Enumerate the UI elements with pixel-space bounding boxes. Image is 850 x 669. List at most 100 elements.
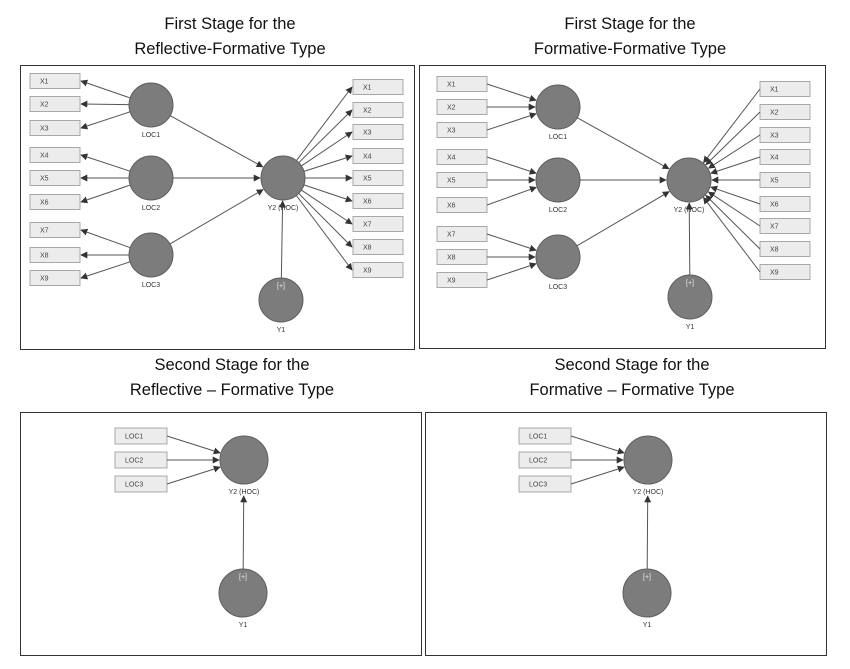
indicator-box xyxy=(759,172,811,188)
indicator-loc2: LOC2 xyxy=(114,451,168,469)
loading-arrow xyxy=(80,100,130,108)
loading-arrow xyxy=(295,195,353,271)
construct-y2-hoc: Y2 (HOC) xyxy=(623,435,673,496)
indicator-x5: X5 xyxy=(436,172,488,188)
weight-arrow xyxy=(707,191,761,227)
path-y1-to-hoc xyxy=(279,200,287,279)
indicator-label: X8 xyxy=(770,247,779,254)
indicator-label: X1 xyxy=(447,82,456,89)
indicator-box xyxy=(352,170,404,186)
indicator-box xyxy=(759,264,811,280)
formative-marker: [+] xyxy=(643,574,651,581)
construct-label: Y1 xyxy=(686,324,695,331)
indicator-box xyxy=(436,122,488,138)
indicator-label: X9 xyxy=(447,278,456,285)
path-loc-to-hoc xyxy=(169,189,264,245)
hoc-indicator-x8: X8 xyxy=(759,241,811,257)
indicator-box xyxy=(29,73,81,89)
hoc-indicator-x3: X3 xyxy=(352,124,404,140)
hoc-indicator-x7: X7 xyxy=(759,218,811,234)
hoc-indicator-x1: X1 xyxy=(759,81,811,97)
title-second-stage-reflective-formative: Second Stage for the Reflective – Format… xyxy=(22,353,442,403)
indicator-box xyxy=(29,170,81,186)
construct-circle xyxy=(258,277,304,323)
path-loc-to-hoc xyxy=(576,191,670,247)
hoc-indicator-x7: X7 xyxy=(352,216,404,232)
title-first-stage-formative-formative: First Stage for the Formative-Formative … xyxy=(420,12,840,62)
indicator-box xyxy=(352,239,404,255)
loading-arrow xyxy=(301,189,353,225)
indicator-box xyxy=(352,124,404,140)
construct-circle xyxy=(128,232,174,278)
construct-label: LOC1 xyxy=(142,132,160,139)
loading-arrow xyxy=(301,131,353,167)
indicator-label: X6 xyxy=(447,203,456,210)
indicator-label: X5 xyxy=(447,178,456,185)
construct-circle xyxy=(623,435,673,485)
indicator-x2: X2 xyxy=(29,96,81,112)
indicator-label: X5 xyxy=(40,176,49,183)
indicator-box xyxy=(759,241,811,257)
indicator-label: X8 xyxy=(363,245,372,252)
hoc-indicator-x5: X5 xyxy=(759,172,811,188)
loading-arrow xyxy=(298,109,353,164)
construct-loc1: LOC1 xyxy=(535,84,581,141)
construct-label: Y2 (HOC) xyxy=(229,489,260,496)
indicator-box xyxy=(436,76,488,92)
indicator-box xyxy=(436,149,488,165)
hoc-indicator-x4: X4 xyxy=(759,149,811,165)
weight-arrow xyxy=(486,83,537,102)
title-line-1: First Stage for the xyxy=(564,15,696,33)
construct-label: LOC2 xyxy=(549,207,567,214)
indicator-x5: X5 xyxy=(29,170,81,186)
loading-arrow xyxy=(80,79,131,99)
hoc-indicator-x8: X8 xyxy=(352,239,404,255)
construct-circle xyxy=(219,435,269,485)
loading-arrow xyxy=(80,261,131,280)
indicator-label: X4 xyxy=(770,155,779,162)
indicator-label: X7 xyxy=(40,228,49,235)
indicator-label: LOC1 xyxy=(125,434,143,441)
title-line-2: Reflective – Formative Type xyxy=(129,381,335,399)
indicator-label: X8 xyxy=(40,253,49,260)
indicator-box xyxy=(759,218,811,234)
indicator-x8: X8 xyxy=(29,247,81,263)
path-loc-to-hoc xyxy=(170,115,264,168)
formative-marker: [+] xyxy=(686,280,694,287)
construct-loc3: LOC3 xyxy=(535,234,581,291)
indicator-label: X7 xyxy=(447,232,456,239)
indicator-x1: X1 xyxy=(436,76,488,92)
indicator-box xyxy=(436,172,488,188)
indicator-label: X5 xyxy=(363,176,372,183)
indicator-label: X6 xyxy=(40,200,49,207)
indicator-label: LOC3 xyxy=(529,482,547,489)
weight-arrow xyxy=(166,435,221,455)
construct-label: LOC3 xyxy=(549,284,567,291)
weight-arrow xyxy=(570,465,625,485)
indicator-label: X1 xyxy=(363,85,372,92)
path-y1-to-hoc xyxy=(644,495,652,570)
loading-arrow xyxy=(296,86,353,161)
indicator-label: X9 xyxy=(770,270,779,277)
construct-y1: Y1[+] xyxy=(258,277,304,334)
weight-arrow xyxy=(705,111,761,166)
formative-marker: [+] xyxy=(239,574,247,581)
indicator-loc3: LOC3 xyxy=(114,475,168,493)
indicator-box xyxy=(436,99,488,115)
indicator-loc2: LOC2 xyxy=(518,451,572,469)
construct-label: Y1 xyxy=(643,622,652,629)
indicator-box xyxy=(29,120,81,136)
indicator-x2: X2 xyxy=(436,99,488,115)
construct-y2-hoc: Y2 (HOC) xyxy=(260,155,306,212)
indicator-box xyxy=(436,249,488,265)
weight-arrow xyxy=(166,465,221,485)
indicator-x4: X4 xyxy=(29,147,81,163)
indicator-label: X5 xyxy=(770,178,779,185)
hoc-indicator-x4: X4 xyxy=(352,148,404,164)
indicator-x6: X6 xyxy=(29,194,81,210)
title-line-2: Reflective-Formative Type xyxy=(134,40,326,58)
hoc-indicator-x1: X1 xyxy=(352,79,404,95)
indicator-label: X4 xyxy=(363,154,372,161)
construct-loc3: LOC3 xyxy=(128,232,174,289)
loading-arrow xyxy=(303,184,353,203)
